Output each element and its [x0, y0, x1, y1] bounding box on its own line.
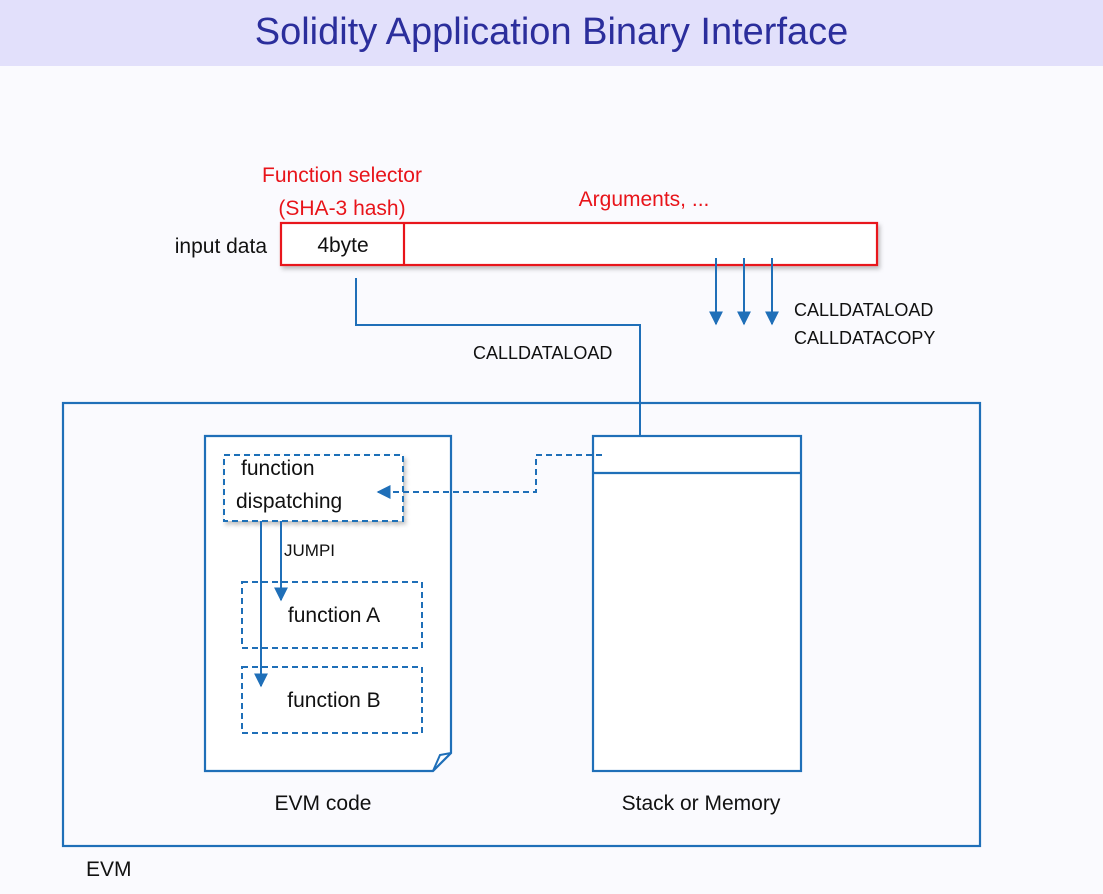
selector-to-dispatch-arrow [376, 454, 602, 499]
selector-calldataload-label: CALLDATALOAD [473, 343, 612, 363]
title-bar [0, 0, 1103, 66]
page-fold [432, 752, 452, 772]
selector-load-arrow [355, 278, 647, 455]
function-a-box [241, 581, 423, 649]
function-selector-caption: Function selector [262, 164, 422, 187]
function-a-label: function A [288, 604, 380, 627]
selector-cell-label: 4byte [317, 234, 368, 257]
slide-title: Solidity Application Binary Interface [254, 11, 849, 53]
arguments-caption: Arguments, ... [579, 188, 710, 211]
function-dispatching-box [223, 454, 404, 522]
dispatch-line-1: function [241, 457, 315, 480]
sha3-hash-caption: (SHA-3 hash) [278, 197, 405, 220]
input-data-label: input data [175, 235, 268, 258]
stack-memory: Stack or Memory [591, 434, 803, 815]
calldatacopy-label: CALLDATACOPY [794, 328, 935, 348]
function-b-box [241, 666, 423, 734]
stack-memory-box [591, 434, 803, 773]
calldataload-label: CALLDATALOAD [794, 300, 933, 320]
evm-label: EVM [86, 858, 132, 881]
input-data-group: input data 4byte Function selector (SHA-… [175, 164, 879, 267]
selector-load-path: CALLDATALOAD [355, 278, 647, 455]
input-data-bar [279, 221, 879, 267]
evm-code-label: EVM code [275, 792, 372, 815]
evm-code-document: EVM code function dispatching function A… [203, 434, 453, 815]
evm-box [61, 401, 982, 848]
argument-load-arrows: CALLDATALOAD CALLDATACOPY [709, 258, 935, 348]
jumpi-label: JUMPI [284, 541, 335, 560]
dispatch-line-2: dispatching [236, 490, 342, 513]
stack-memory-label: Stack or Memory [622, 792, 781, 815]
function-b-label: function B [287, 689, 380, 712]
